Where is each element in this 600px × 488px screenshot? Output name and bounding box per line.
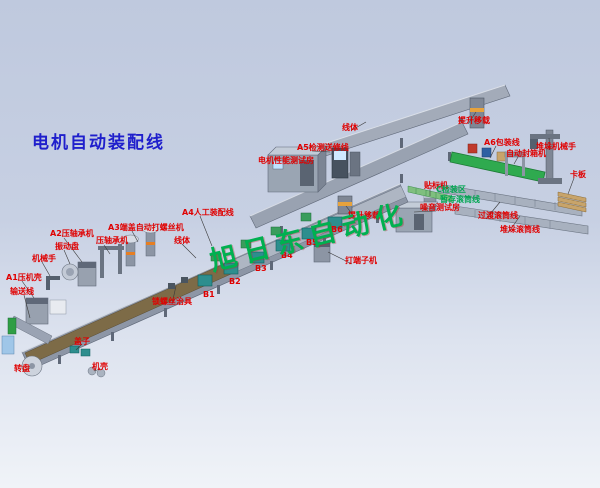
label-b2: B2 [229, 277, 241, 286]
leader-lines [21, 111, 575, 372]
label-b4: B4 [281, 251, 293, 260]
label-screw-fixture: 锁螺丝治具 [152, 297, 192, 306]
label-a4-manual-assembly-line: A4人工装配线 [182, 208, 234, 217]
label-vibration-bowl: 振动盘 [55, 242, 79, 251]
label-noise-test-room: 噪音测试房 [420, 203, 460, 212]
label-turntable: 转盘 [14, 364, 30, 373]
screw-fixtures [168, 277, 188, 289]
label-a6-packing-line: A6包装线 [484, 138, 520, 147]
noise-test-room-unit [395, 201, 439, 233]
label-conveyor-line: 输送线 [10, 287, 34, 296]
label-auto-carton-sealer: 自动封箱机 [506, 149, 546, 158]
label-transition-roller-line: 过渡滚筒线 [478, 211, 518, 220]
label-a3-screw-machine: A3端盖自动打螺丝机 [108, 223, 184, 232]
label-b5: B5 [306, 238, 318, 247]
pallet-stack [557, 191, 587, 213]
label-stacking-robot: 堆垛机械手 [536, 142, 576, 151]
label-b6: B6 [331, 225, 343, 234]
terminal-machine-unit [313, 241, 331, 263]
label-buffer-roller-line: 暂存滚筒线 [440, 195, 480, 204]
label-robot-hand: 机械手 [32, 254, 56, 263]
a1-housing-press-unit [1, 297, 106, 378]
transition-roller-conveyor [437, 183, 583, 217]
stacking-robot-unit [530, 129, 562, 184]
label-line-body-top: 线体 [342, 123, 358, 132]
motor-test-chamber [267, 146, 327, 193]
bins-b1-b6 [197, 216, 343, 287]
label-a5-test-repair-line: A5检测送修线 [297, 143, 349, 152]
label-b3: B3 [255, 264, 267, 273]
label-a1-housing-press: A1压机壳 [6, 273, 42, 282]
label-c-inspection-zone: C检装区 [436, 185, 466, 194]
a3-screw-machines [98, 224, 159, 278]
carton-sealer-unit [504, 151, 526, 176]
label-housing: 机壳 [92, 362, 108, 371]
label-labeling-machine: 贴标机 [424, 181, 448, 190]
label-line-body-mid: 线体 [174, 236, 190, 245]
label-a2-bearing-press: A2压轴承机 [50, 229, 94, 238]
a2-bearing-press-unit [46, 261, 97, 290]
test-hmi-station [331, 147, 361, 179]
bins-a4 [210, 212, 312, 262]
lift-transfer-top-unit [469, 97, 485, 129]
label-b1: B1 [203, 290, 215, 299]
label-stacking-roller-line: 堆垛滚筒线 [500, 225, 540, 234]
label-cover: 盖子 [74, 337, 90, 346]
label-lift-transfer-top: 提升移载 [458, 116, 490, 125]
label-bearing-press: 压轴承机 [96, 236, 128, 245]
label-terminal-machine: 打端子机 [345, 256, 377, 265]
label-pallet: 卡板 [570, 170, 586, 179]
stacking-roller-conveyor [454, 205, 589, 235]
label-lift-transfer-mid: 提升移载 [348, 211, 380, 220]
label-motor-performance-test-room: 电机性能测试房 [258, 156, 314, 165]
page-title: 电机自动装配线 [32, 133, 165, 153]
